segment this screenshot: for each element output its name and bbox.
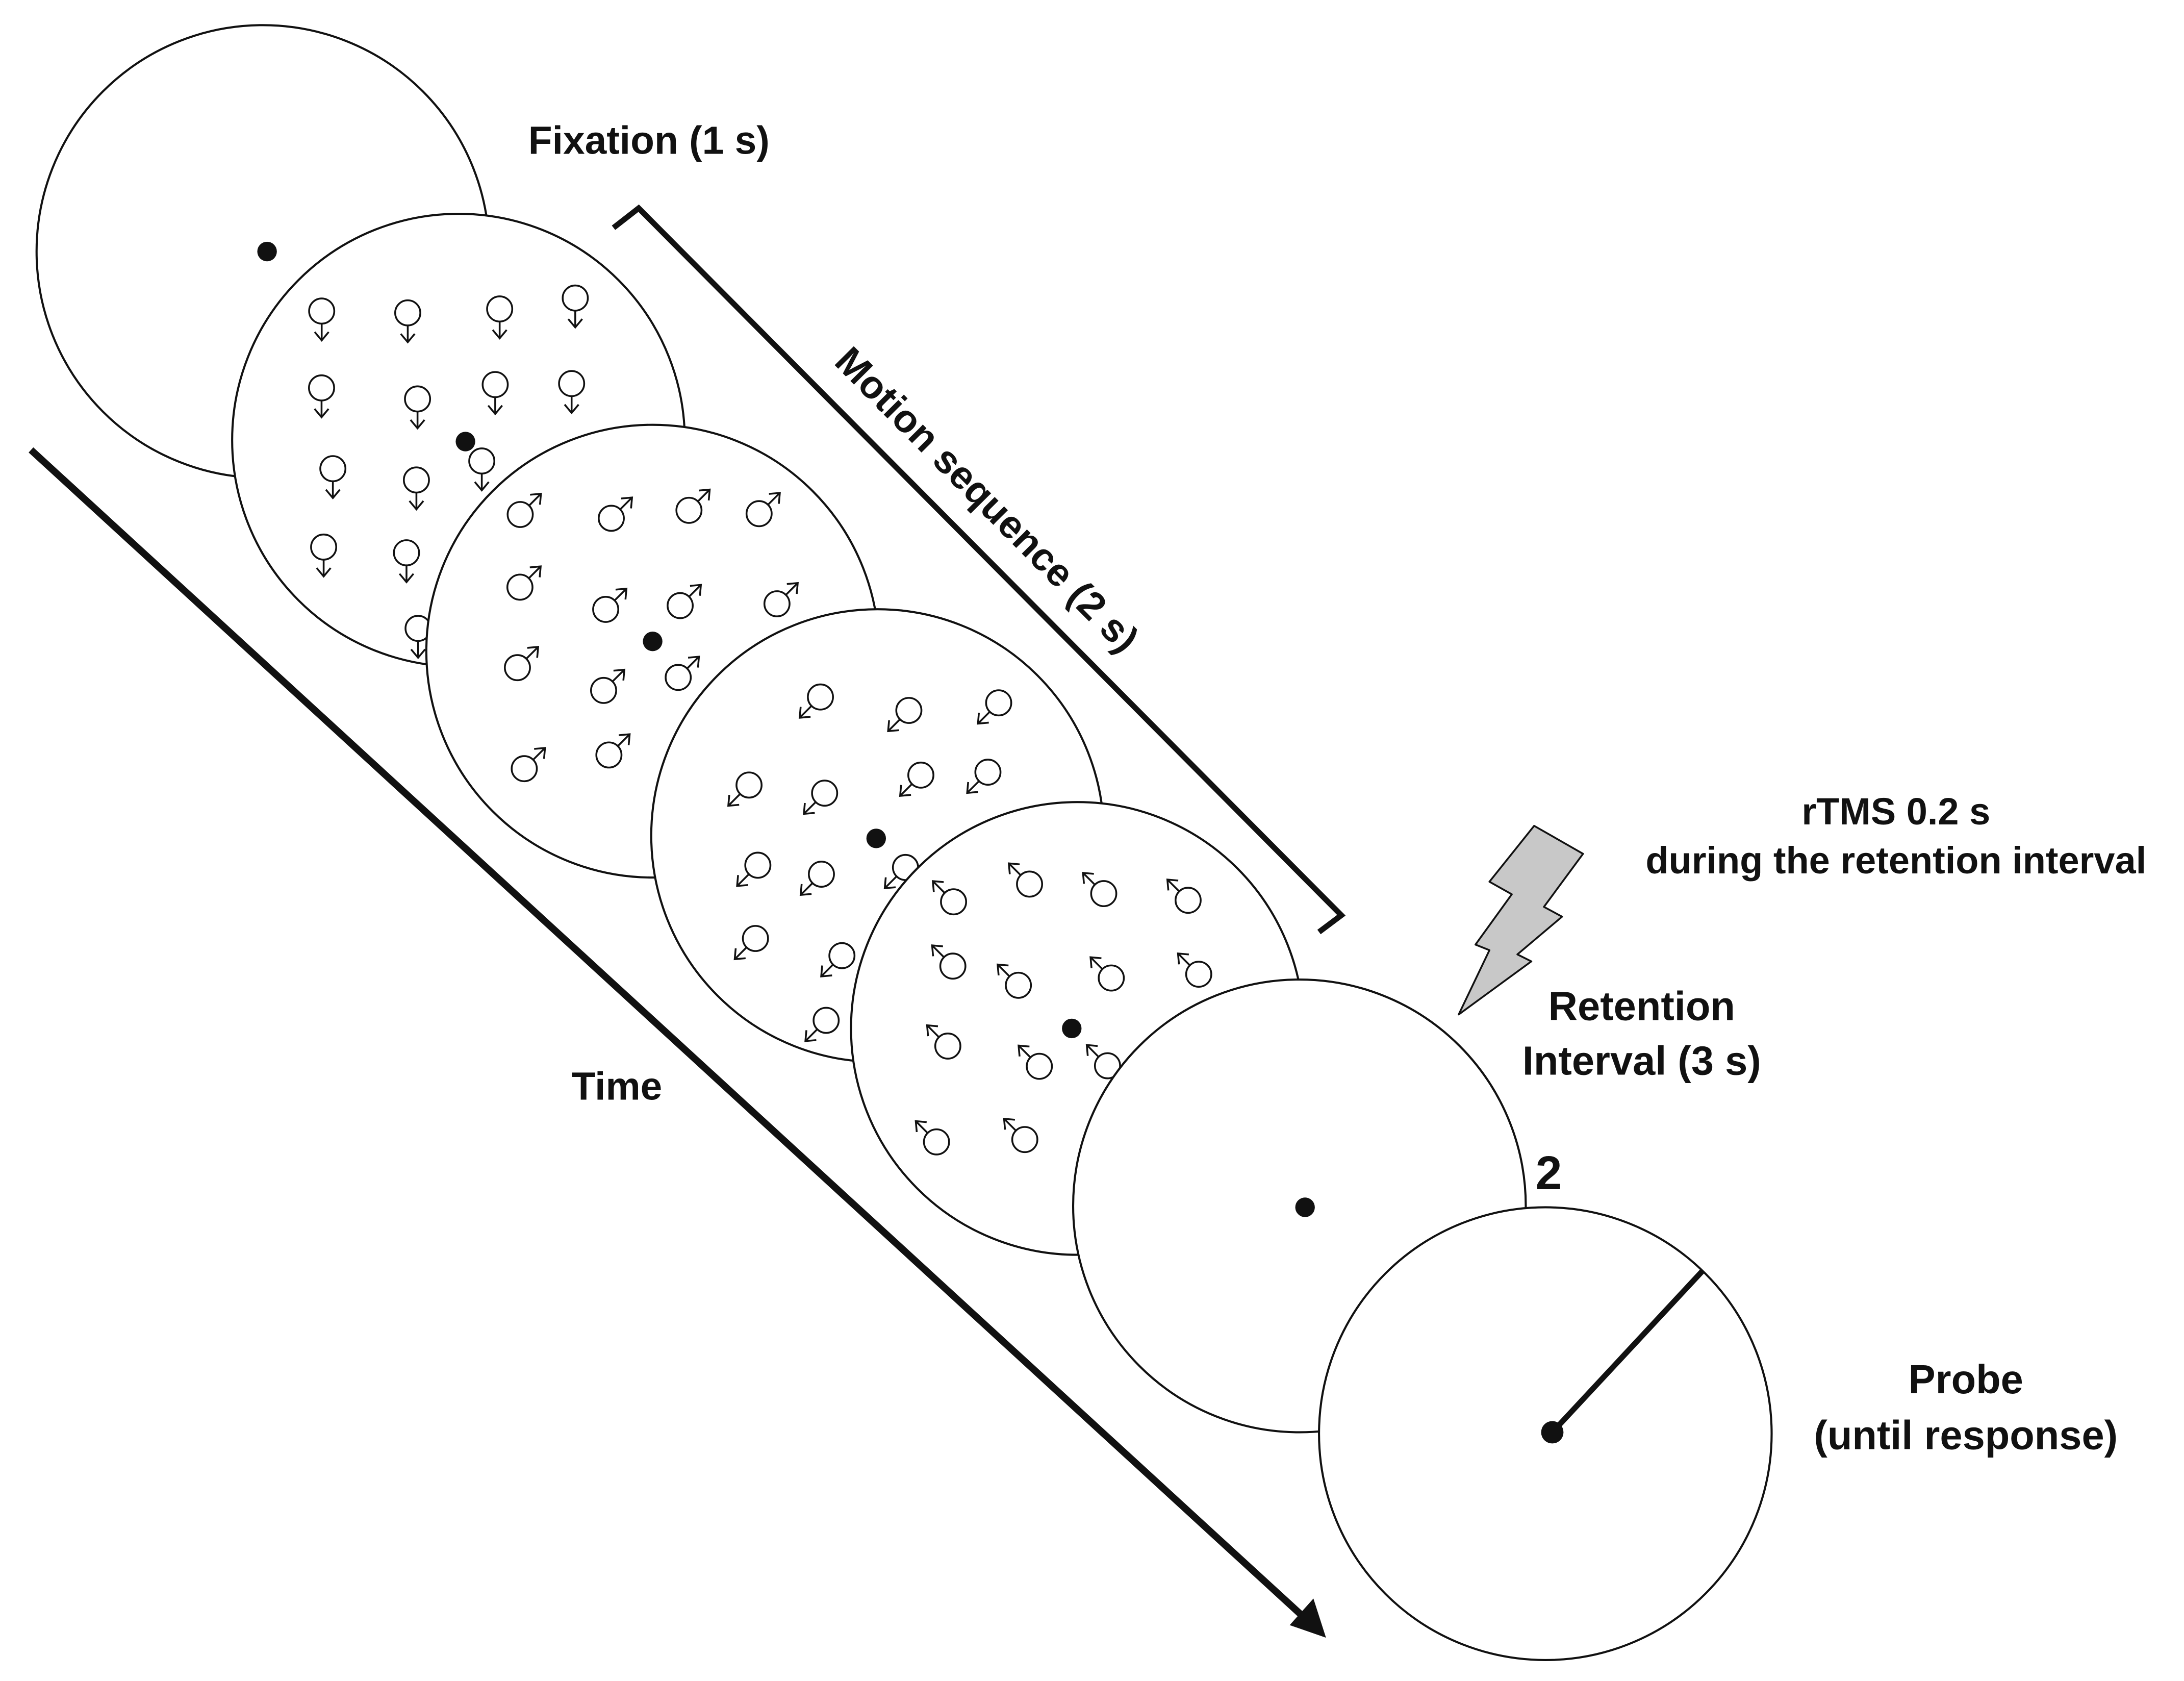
lightning-bolt-icon [1458,824,1584,1016]
memory-count-label: 2 [1536,1146,1562,1199]
fixation-point [643,632,663,651]
time-label: Time [572,1065,663,1109]
probe-screen [1318,1206,1773,1661]
probe-label-line1: Probe [1909,1357,2023,1402]
time-arrow [29,447,1326,1638]
fixation-point [257,241,277,262]
rtms-label-line1: rTMS 0.2 s [1801,790,1990,833]
fixation-point [1295,1197,1315,1217]
motion-sequence-bracket [612,204,1346,935]
fixation-point [866,829,886,848]
probe-label-line2: (until response) [1814,1412,2118,1458]
retention-label-line1: Retention [1548,983,1735,1028]
retention-label-line2: Interval (3 s) [1522,1038,1761,1083]
fixation-label: Fixation (1 s) [528,119,770,162]
probe-line [1550,1268,1706,1435]
rtms-label-line2: during the retention interval [1645,839,2146,882]
fixation-point [1062,1018,1082,1039]
probe-center-point [1541,1421,1564,1444]
fixation-point [455,432,475,451]
